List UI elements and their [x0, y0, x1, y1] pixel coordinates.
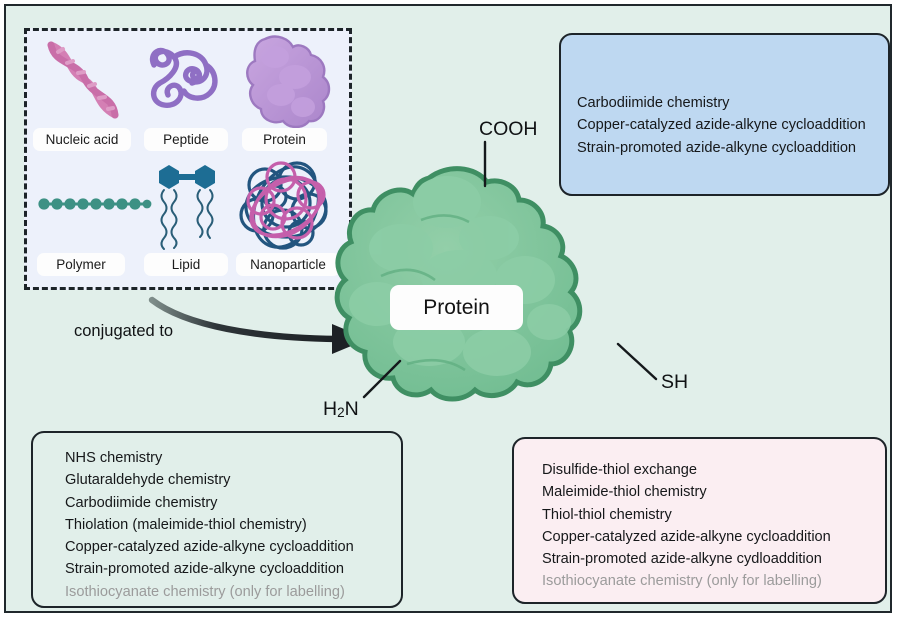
amine-terminus-label: H2N	[323, 398, 359, 421]
chemistry-list-item: Thiolation (maleimide-thiol chemistry)	[65, 516, 307, 533]
chemistry-list-item: Thiol-thiol chemistry	[542, 506, 672, 523]
chemistry-list-item: Disulfide-thiol exchange	[542, 462, 697, 478]
thiol-label: SH	[661, 371, 689, 393]
chemistry-list-item: Strain-promoted azide-alkyne cycloadditi…	[577, 139, 857, 156]
chemistry-list-item: Carbodiimide chemistry	[577, 95, 730, 111]
protein-label-pill: Protein	[390, 285, 523, 330]
nanoparticle-icon	[231, 153, 341, 261]
chip-polymer: Polymer	[37, 253, 125, 276]
chemistry-list-item: Isothiocyanate chemistry (only for label…	[542, 573, 822, 590]
chemistry-list-item: NHS chemistry	[65, 450, 163, 466]
chip-peptide: Peptide	[144, 128, 228, 151]
chemistry-list-item: Strain-promoted azide-alkyne cydloadditi…	[542, 551, 822, 568]
amine-h: H	[323, 398, 338, 420]
chemistry-list-item: Isothiocyanate chemistry (only for label…	[65, 583, 345, 600]
lipid-bilayer-icon	[149, 159, 227, 257]
chemistry-list-item: Copper-catalyzed azide-alkyne cycloaddit…	[542, 528, 831, 545]
chemistry-list-item: Strain-promoted azide-alkyne cycloadditi…	[65, 561, 345, 578]
chip-protein: Protein	[242, 128, 327, 151]
conjugated-to-label: conjugated to	[74, 322, 174, 340]
chemistry-list-item: Copper-catalyzed azide-alkyne cycloaddit…	[577, 117, 866, 134]
protein-label-text: Protein	[423, 295, 490, 319]
chip-nanoparticle: Nanoparticle	[236, 253, 340, 276]
figure-canvas: Nucleic acid Peptide Protein	[4, 4, 892, 613]
peptide-chain-icon	[142, 39, 230, 129]
protein-blob-icon	[235, 33, 345, 133]
carboxyl-terminus-label: COOH	[479, 118, 538, 140]
chip-nucleic-acid: Nucleic acid	[33, 128, 131, 151]
chemistry-list-item: Copper-catalyzed azide-alkyne cycloaddit…	[65, 539, 354, 556]
conjugation-partners-panel: Nucleic acid Peptide Protein	[24, 28, 352, 290]
chemistry-list-item: Maleimide-thiol chemistry	[542, 484, 707, 501]
chemistry-list-item: Carbodiimide chemistry	[65, 494, 218, 511]
dna-double-helix-icon	[37, 37, 137, 129]
polymer-beads-icon	[37, 189, 153, 219]
amine-subscript: 2	[337, 405, 345, 420]
chip-lipid: Lipid	[144, 253, 228, 276]
chemistry-list-item: Glutaraldehyde chemistry	[65, 472, 231, 489]
amine-n: N	[344, 398, 359, 420]
protein-structure: Protein	[261, 156, 661, 426]
